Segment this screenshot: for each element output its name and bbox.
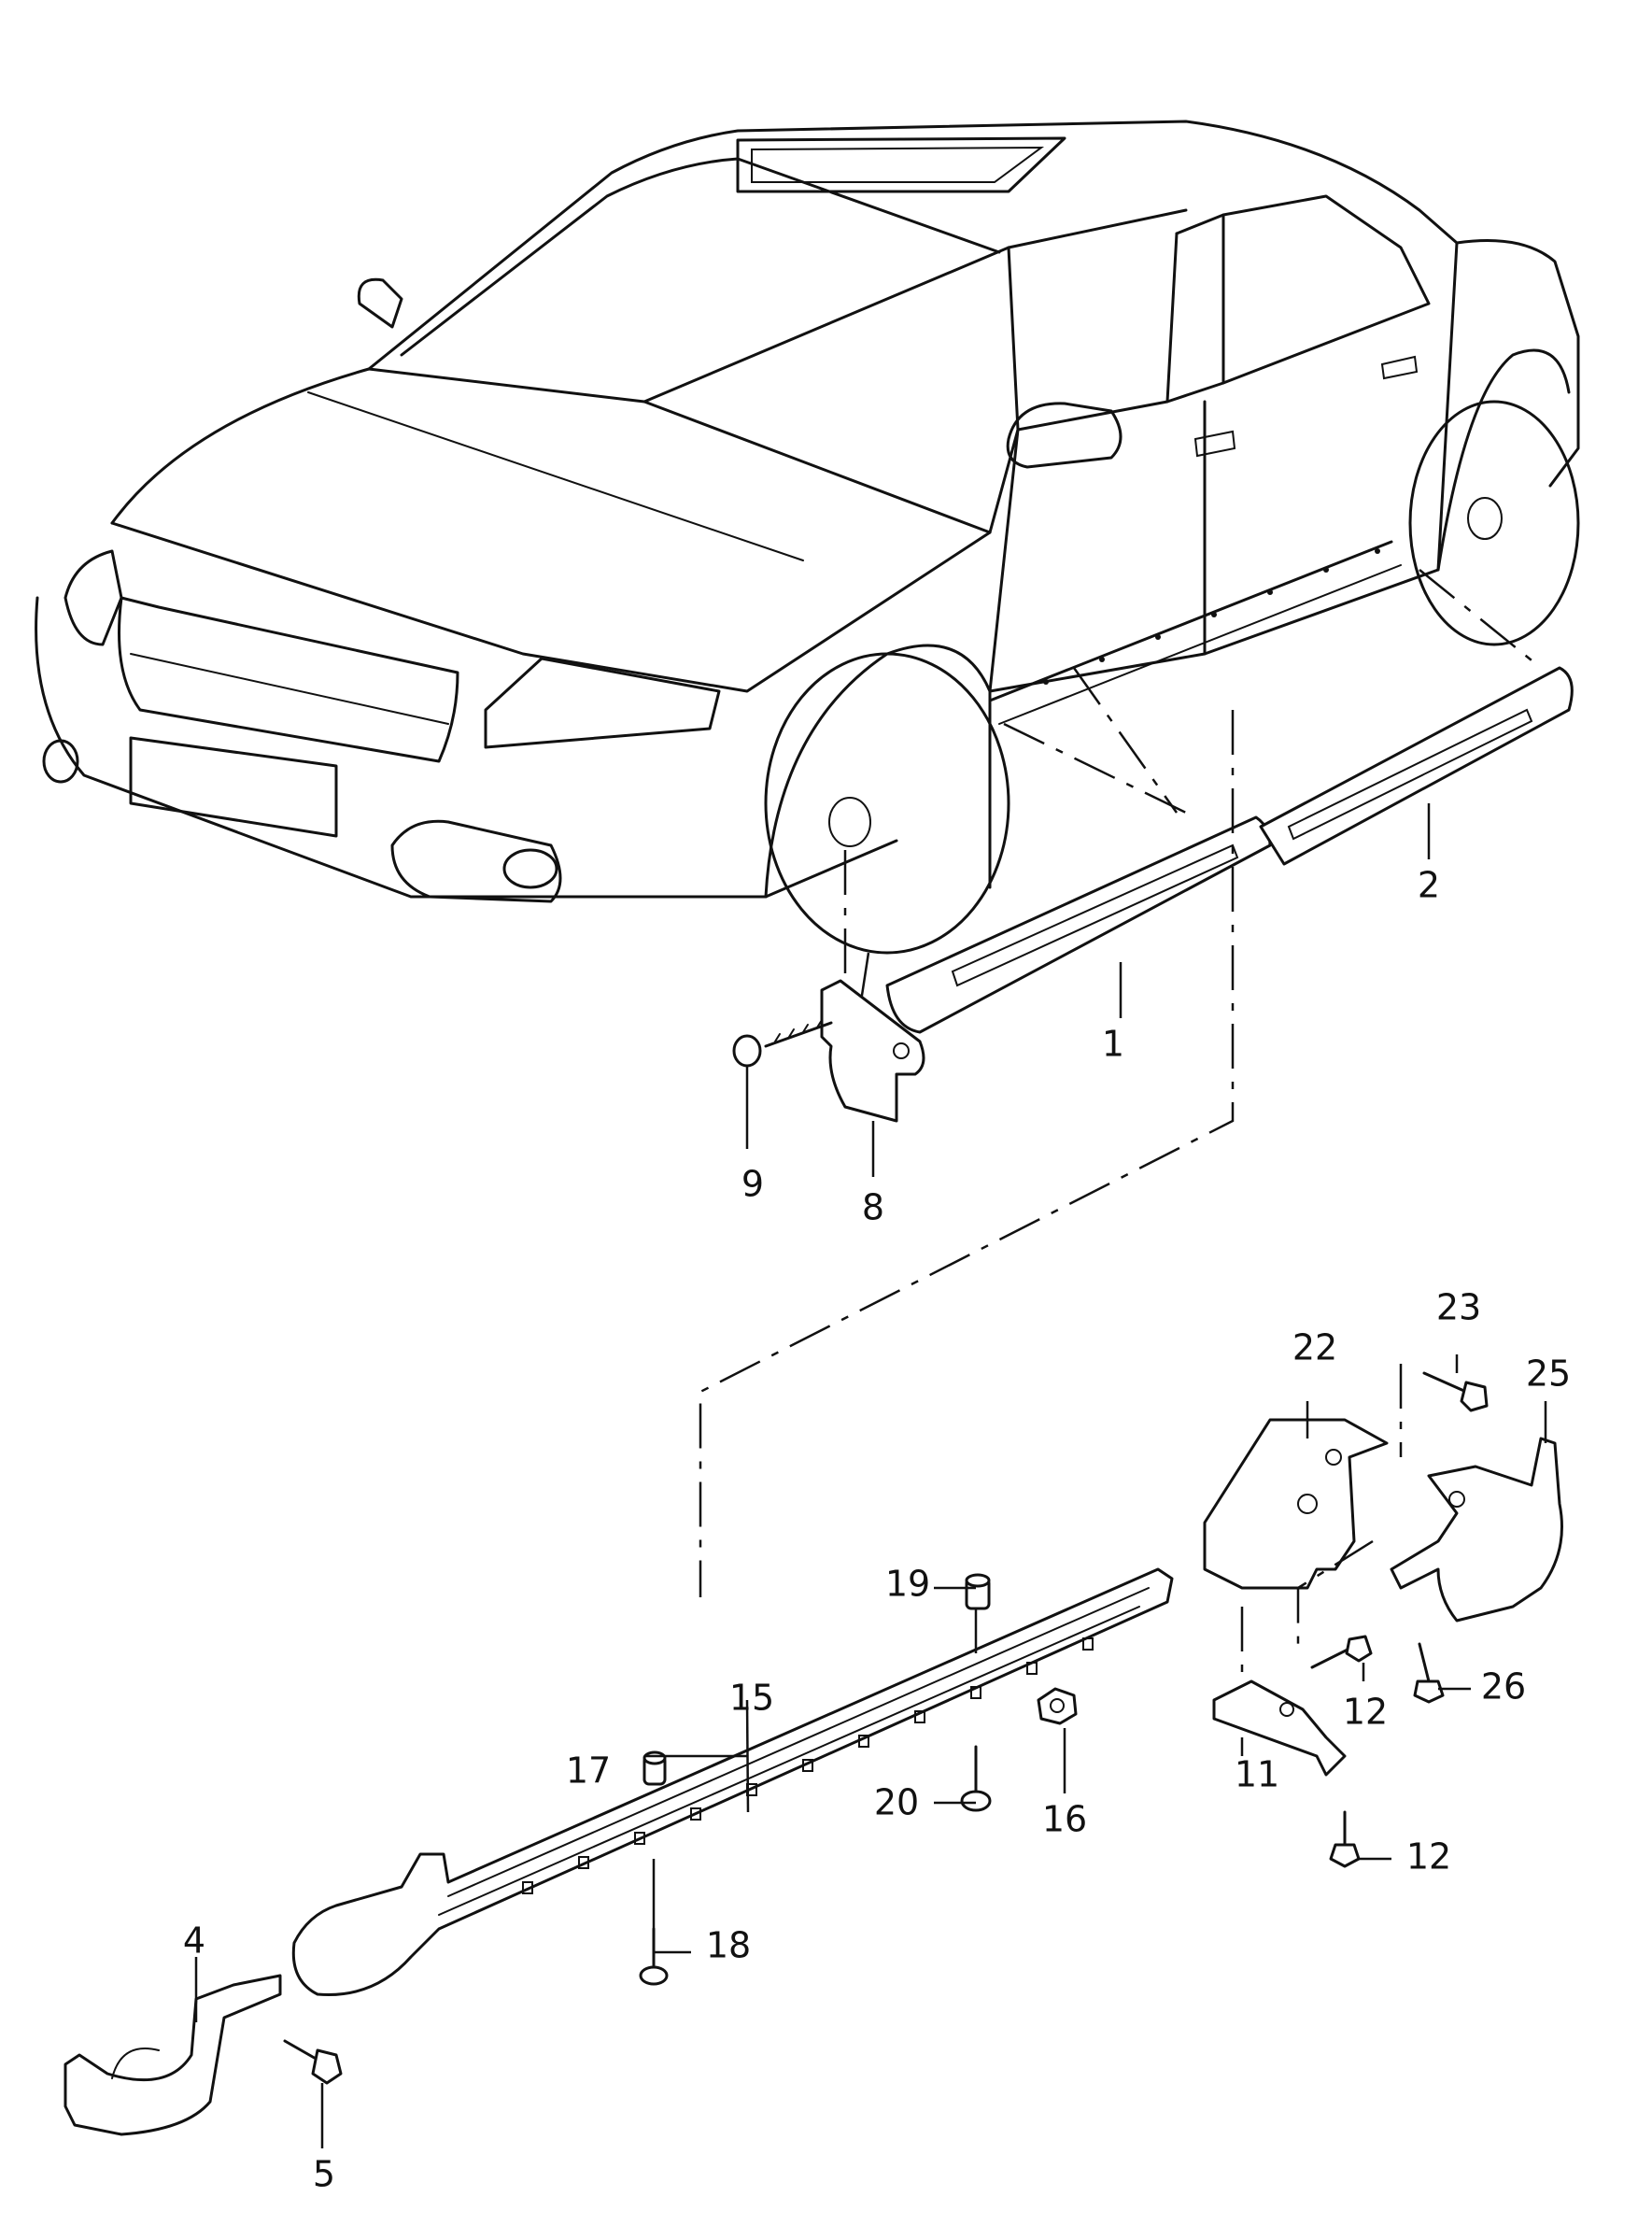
bracket-rear-lower [1212,1679,1347,1777]
callout-2: 2 [1418,865,1440,906]
callout-9: 9 [741,1164,764,1205]
locator-sill [699,710,1235,1597]
callout-12-lower: 12 [1406,1836,1451,1878]
trim-strip-rear [1259,666,1574,866]
mudflap-clip [820,979,925,1123]
callout-23: 23 [1436,1287,1481,1328]
bracket-front [64,1974,282,2136]
rear-wheel-arch-trim [1390,1437,1563,1623]
bolt-18 [639,1927,669,1986]
callout-19: 19 [885,1564,930,1605]
callout-11: 11 [1235,1754,1279,1795]
callout-4: 4 [183,1920,205,1962]
locator-strip-rear [1419,569,1542,669]
callout-22: 22 [1292,1327,1337,1368]
callout-18: 18 [706,1925,751,1966]
bolt-12-upper [1310,1635,1373,1669]
callout-5: 5 [313,2154,335,2195]
nut-16 [1037,1687,1078,1725]
sill-holes [522,1637,1094,1894]
bolt-26 [1413,1642,1445,1704]
leader-lines [194,803,1547,2148]
bolt-23 [1422,1371,1489,1412]
bolt-12-lower [1329,1810,1361,1868]
callout-12-upper: 12 [1343,1692,1388,1733]
locator-clip-8 [857,667,1179,1014]
sill-support [291,1567,1174,1996]
clip-19 [965,1573,991,1610]
callout-25: 25 [1526,1353,1571,1395]
locator-rear [1240,1364,1403,1681]
screw-9 [732,1019,833,1068]
callout-15: 15 [729,1678,774,1719]
callout-labels: 1 2 4 5 8 9 11 12 12 15 16 17 18 19 20 2… [183,865,1571,2195]
callout-26: 26 [1481,1666,1526,1708]
bolt-20 [960,1745,992,1812]
callout-8: 8 [862,1187,884,1228]
callout-16: 16 [1042,1799,1087,1840]
screw-5 [283,2039,343,2085]
sill-rivets [1043,548,1380,685]
callout-17: 17 [566,1750,611,1792]
callout-20: 20 [874,1782,919,1823]
trim-strip-front [885,815,1272,1034]
bracket-rear-upper [1203,1418,1389,1590]
locator-strip-front [1003,722,1187,815]
car-illustration [35,120,1580,955]
callout-1: 1 [1102,1024,1124,1065]
